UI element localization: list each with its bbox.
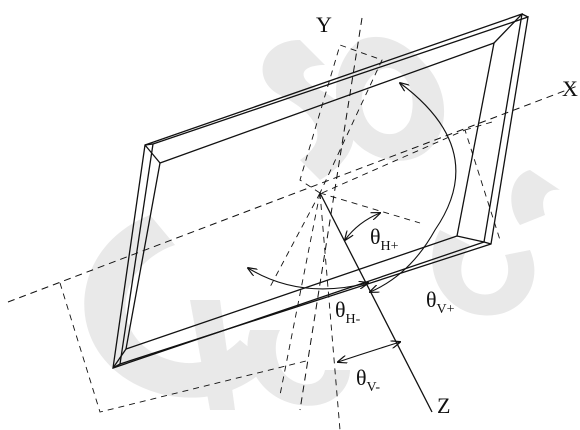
z-axis-label: Z [437, 393, 450, 418]
bezel-edge-bl [112, 348, 127, 369]
bezel-edge-tr [493, 13, 523, 44]
bezel-edge-br [456, 235, 485, 243]
projection-box-upper [299, 44, 383, 194]
ray-down-2 [319, 192, 341, 430]
y-axis-label: Y [316, 12, 332, 37]
theta-h-plus-label: θH+ [370, 224, 399, 254]
ray-down-1 [279, 192, 321, 396]
bezel-corner-tr [521, 13, 529, 18]
theta-v-minus-label: θV- [356, 365, 380, 395]
ray-right [319, 192, 421, 224]
bezel-corner-br [483, 241, 492, 245]
theta-v-plus-label: θV+ [426, 287, 455, 317]
panel-outer-back [119, 16, 529, 365]
theta-h-minus-label: θH- [335, 297, 361, 327]
bezel-edge-tl [144, 144, 161, 164]
arc-theta-h-minus [248, 268, 368, 290]
angle-arcs [248, 83, 457, 362]
x-axis-line [7, 84, 580, 303]
arc-theta-v-plus [370, 83, 457, 292]
z-axis-line [319, 192, 433, 413]
bezel-corner-tl [144, 143, 154, 146]
ray-lower-left [269, 192, 321, 288]
projection-box-left [59, 282, 311, 413]
x-axis-label: X [562, 76, 578, 101]
arc-theta-v-minus [338, 342, 400, 362]
projection-tick-right [464, 121, 493, 131]
